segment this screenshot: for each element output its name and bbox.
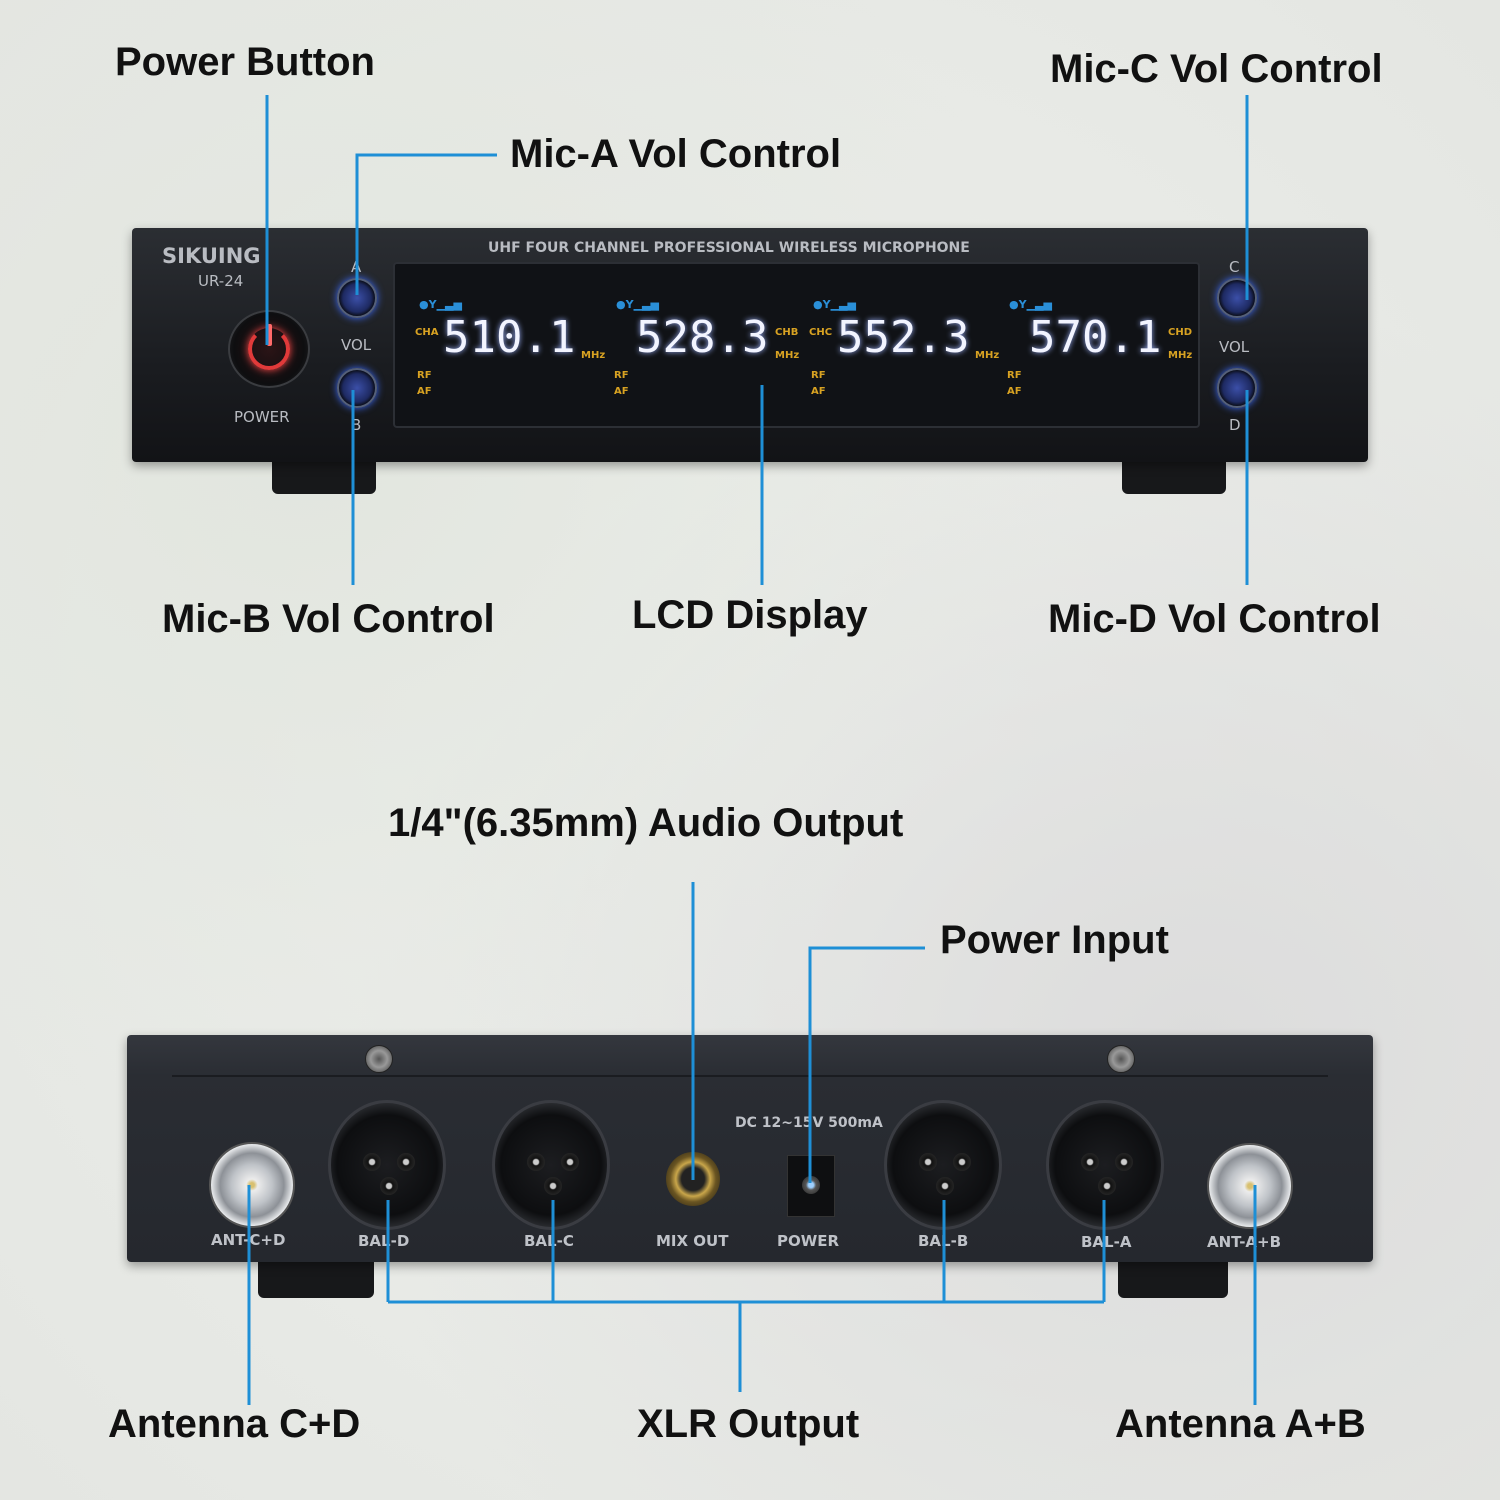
mic-a-volume-knob[interactable] <box>337 278 377 318</box>
front-foot-right <box>1122 458 1226 494</box>
rf-indicator: RF <box>614 370 629 381</box>
af-indicator: AF <box>614 386 629 397</box>
label-bal-b: BAL-B <box>918 1232 969 1250</box>
rear-foot-right <box>1118 1258 1228 1298</box>
rf-indicator: RF <box>811 370 826 381</box>
label-xlr-output: XLR Output <box>637 1402 860 1446</box>
signal-icon: ●Y▁▃▅ <box>813 298 856 311</box>
signal-icon: ●Y▁▃▅ <box>1009 298 1052 311</box>
screw <box>1107 1045 1135 1073</box>
rear-foot-left <box>258 1258 374 1298</box>
label-bal-c: BAL-C <box>524 1232 574 1250</box>
vol-label-right: VOL <box>1219 338 1250 356</box>
panel-title: UHF FOUR CHANNEL PROFESSIONAL WIRELESS M… <box>488 240 970 256</box>
brand-logo: SIKUING <box>162 244 261 268</box>
mic-d-volume-knob[interactable] <box>1217 368 1257 408</box>
label-mix-out: MIX OUT <box>656 1232 729 1250</box>
label-power-input: Power Input <box>940 918 1169 962</box>
vol-label-left: VOL <box>341 336 372 354</box>
screw <box>365 1045 393 1073</box>
power-icon-bar <box>267 324 272 346</box>
dc-spec-label: DC 12~15V 500mA <box>735 1115 883 1131</box>
lcd-display: ●Y▁▃▅ CHA 510.1 MHz RF AF ●Y▁▃▅ 528.3 CH… <box>393 262 1200 428</box>
knob-label-c: C <box>1229 258 1240 276</box>
label-ant-cd: ANT-C+D <box>211 1231 286 1249</box>
knob-label-a: A <box>351 258 362 276</box>
xlr-bal-c-connector[interactable] <box>492 1100 610 1230</box>
antenna-cd-connector[interactable] <box>209 1142 295 1228</box>
frequency-unit: MHz <box>975 350 1000 361</box>
rear-panel: DC 12~15V 500mA ANT-C+D BAL-D BAL-C MIX … <box>127 1035 1373 1262</box>
label-power: POWER <box>777 1232 840 1250</box>
power-label: POWER <box>234 408 290 426</box>
signal-icon: ●Y▁▃▅ <box>419 298 462 311</box>
af-indicator: AF <box>811 386 826 397</box>
label-audio-output: 1/4"(6.35mm) Audio Output <box>388 801 904 845</box>
signal-icon: ●Y▁▃▅ <box>616 298 659 311</box>
antenna-ab-connector[interactable] <box>1207 1143 1293 1229</box>
channel-b: ●Y▁▃▅ 528.3 CHB MHz RF AF <box>610 264 805 430</box>
label-mic-c-vol: Mic-C Vol Control <box>1050 47 1383 91</box>
mix-out-jack[interactable] <box>666 1152 720 1206</box>
label-bal-d: BAL-D <box>358 1232 410 1250</box>
label-lcd-display: LCD Display <box>632 593 868 637</box>
label-mic-d-vol: Mic-D Vol Control <box>1048 597 1381 641</box>
label-ant-ab: ANT-A+B <box>1207 1233 1282 1251</box>
front-foot-left <box>272 458 376 494</box>
frequency-unit: MHz <box>775 350 800 361</box>
xlr-bal-d-connector[interactable] <box>328 1100 446 1230</box>
power-input-jack[interactable] <box>787 1155 835 1217</box>
power-button[interactable] <box>228 310 310 388</box>
label-mic-b-vol: Mic-B Vol Control <box>162 597 495 641</box>
channel-a: ●Y▁▃▅ CHA 510.1 MHz RF AF <box>413 264 608 430</box>
knob-label-b: B <box>351 416 362 434</box>
channel-frequency: 570.1 <box>1029 312 1162 363</box>
channel-frequency: 510.1 <box>443 312 576 363</box>
channel-c: ●Y▁▃▅ CHC 552.3 MHz RF AF <box>807 264 1002 430</box>
label-mic-a-vol: Mic-A Vol Control <box>510 132 842 176</box>
label-bal-a: BAL-A <box>1081 1233 1132 1251</box>
channel-name: CHD <box>1168 327 1193 338</box>
channel-name: CHB <box>775 327 799 338</box>
model-number: UR-24 <box>198 272 244 290</box>
channel-name: CHC <box>809 327 833 338</box>
channel-frequency: 528.3 <box>636 312 769 363</box>
af-indicator: AF <box>1007 386 1022 397</box>
rear-bevel <box>172 1075 1328 1077</box>
rf-indicator: RF <box>417 370 432 381</box>
label-antenna-cd: Antenna C+D <box>108 1402 361 1446</box>
frequency-unit: MHz <box>1168 350 1193 361</box>
knob-label-d: D <box>1229 416 1241 434</box>
channel-d: ●Y▁▃▅ 570.1 CHD MHz RF AF <box>1003 264 1198 430</box>
label-power-button: Power Button <box>115 40 375 84</box>
mic-b-volume-knob[interactable] <box>337 368 377 408</box>
rf-indicator: RF <box>1007 370 1022 381</box>
xlr-bal-b-connector[interactable] <box>884 1100 1002 1230</box>
channel-name: CHA <box>415 327 439 338</box>
frequency-unit: MHz <box>581 350 606 361</box>
mic-c-volume-knob[interactable] <box>1217 278 1257 318</box>
xlr-bal-a-connector[interactable] <box>1046 1100 1164 1230</box>
power-icon <box>248 328 290 370</box>
af-indicator: AF <box>417 386 432 397</box>
label-antenna-ab: Antenna A+B <box>1115 1402 1366 1446</box>
channel-frequency: 552.3 <box>837 312 970 363</box>
